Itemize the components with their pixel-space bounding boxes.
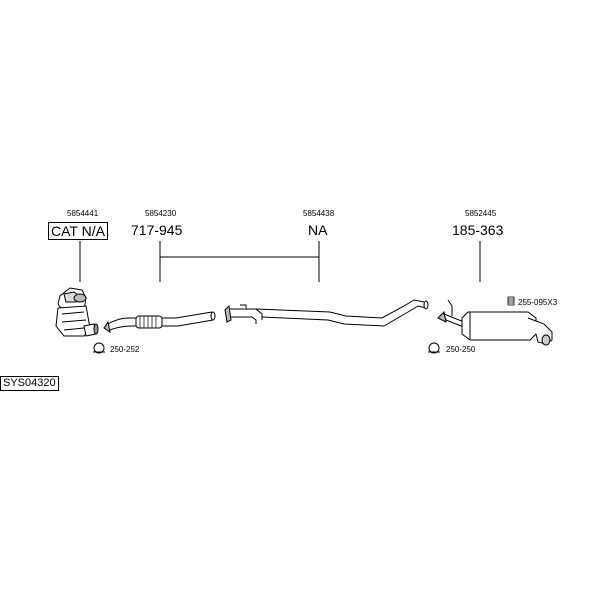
front-pipe-drawing [103,311,216,334]
part-label-rear-silencer[interactable]: 185-363 [452,222,504,238]
part-label-middle-pipe[interactable]: NA [308,222,328,238]
clamp-icon [93,342,105,354]
middle-pipe-drawing [224,299,429,327]
accessory-code-clamp-rear[interactable]: 250-250 [446,345,476,354]
rear-silencer-drawing [437,299,553,346]
system-code-label: SYS04320 [0,376,59,391]
part-ref-middle-pipe: 5854438 [303,209,335,218]
part-ref-catalytic-converter: 5854441 [67,209,99,218]
accessory-code-bolt-kit[interactable]: 255-095X3 [518,298,558,307]
catalytic-converter-drawing [55,287,99,337]
part-label-catalytic-converter[interactable]: CAT N/A [48,222,108,240]
part-label-front-pipe[interactable]: 717-945 [131,222,183,238]
bolt-kit-icon [507,296,515,306]
part-ref-rear-silencer: 5852445 [465,209,497,218]
part-ref-front-pipe: 5854230 [145,209,177,218]
accessory-code-clamp-front[interactable]: 250-252 [110,345,140,354]
clamp-icon [428,342,440,354]
